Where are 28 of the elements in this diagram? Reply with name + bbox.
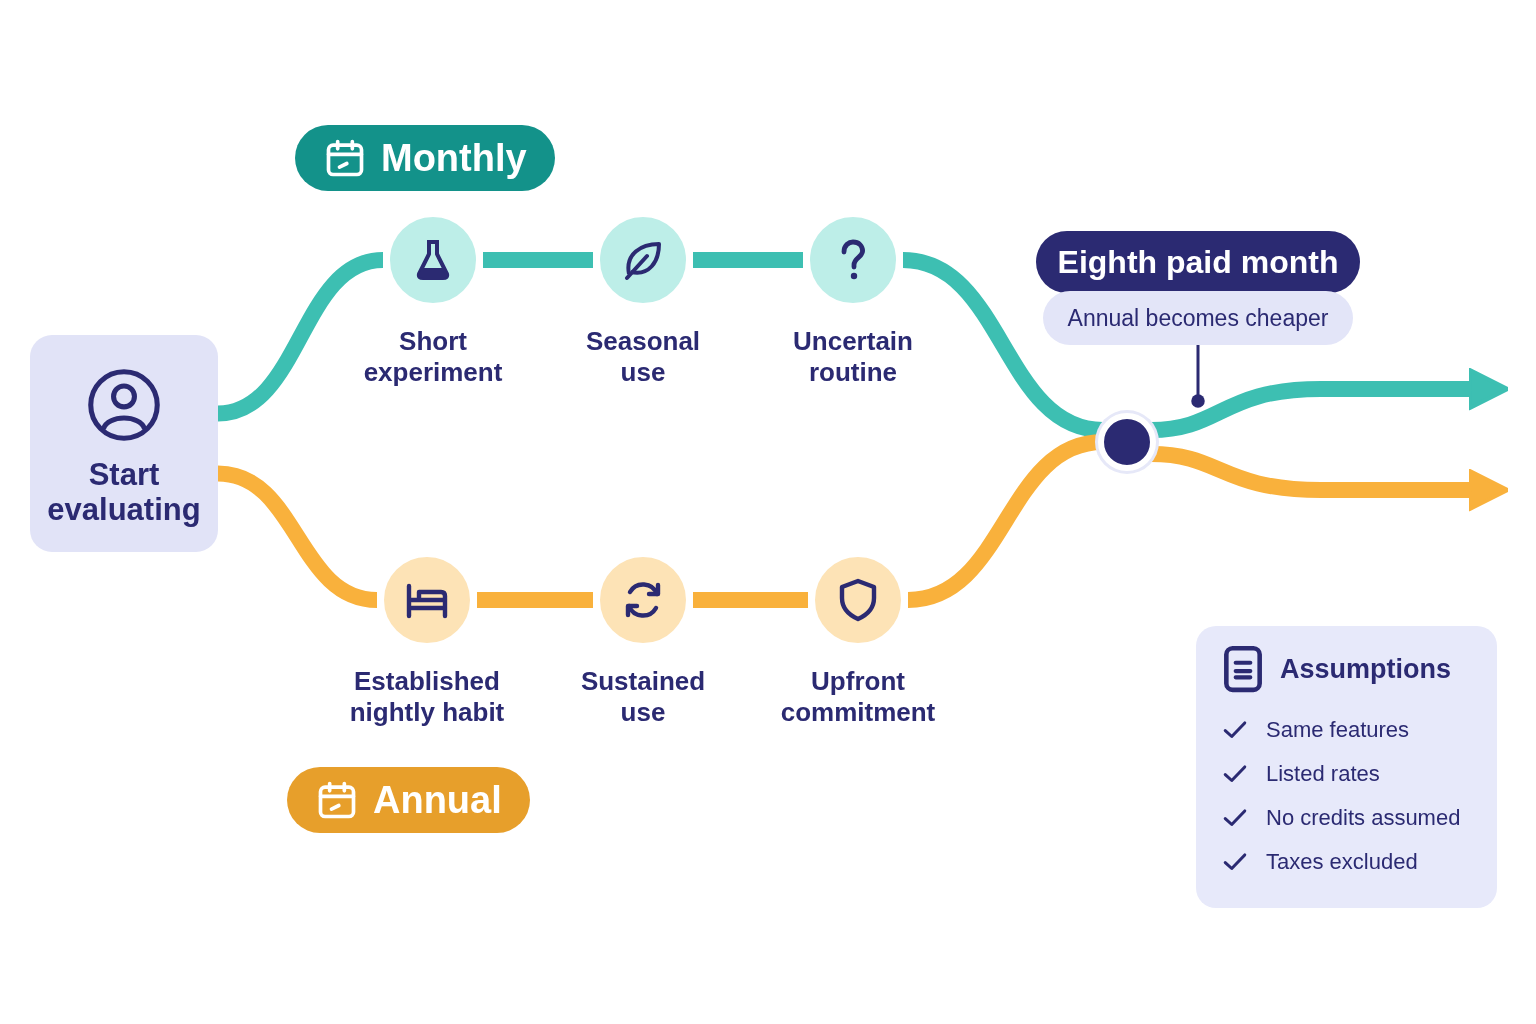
flow-arrow xyxy=(1150,446,1510,512)
milestone-note: Annual becomes cheaper xyxy=(1043,291,1353,345)
plan-label: Annual xyxy=(373,778,502,822)
flow-line xyxy=(216,465,379,608)
junction-dot xyxy=(1098,413,1156,471)
step-label: Established nightly habit xyxy=(348,666,506,728)
flow-line xyxy=(216,252,385,422)
assumptions-card xyxy=(1196,626,1497,908)
card-heading: Assumptions xyxy=(1280,653,1452,685)
flow-line xyxy=(693,252,803,268)
assumption-item: Taxes excluded xyxy=(1266,849,1418,875)
milestone-badge: Eighth paid month xyxy=(1036,231,1360,293)
flow-line xyxy=(483,252,593,268)
flow-line xyxy=(477,592,593,608)
step-label: Seasonal use xyxy=(584,326,702,388)
assumption-item: Listed rates xyxy=(1266,761,1380,787)
assumption-item: No credits assumed xyxy=(1266,805,1461,831)
step-label: Uncertain routine xyxy=(792,326,914,388)
assumption-item: Same features xyxy=(1266,717,1410,743)
start-box xyxy=(30,335,218,552)
step-label: Sustained use xyxy=(579,666,707,728)
step-label: Short experiment xyxy=(362,326,504,388)
flow-arrow xyxy=(1150,367,1510,438)
step-label: Upfront commitment xyxy=(779,666,937,728)
plan-label: Monthly xyxy=(381,136,527,180)
leader-line xyxy=(1191,343,1205,408)
flow-line xyxy=(693,592,808,608)
start-label: Start evaluating xyxy=(46,456,202,527)
